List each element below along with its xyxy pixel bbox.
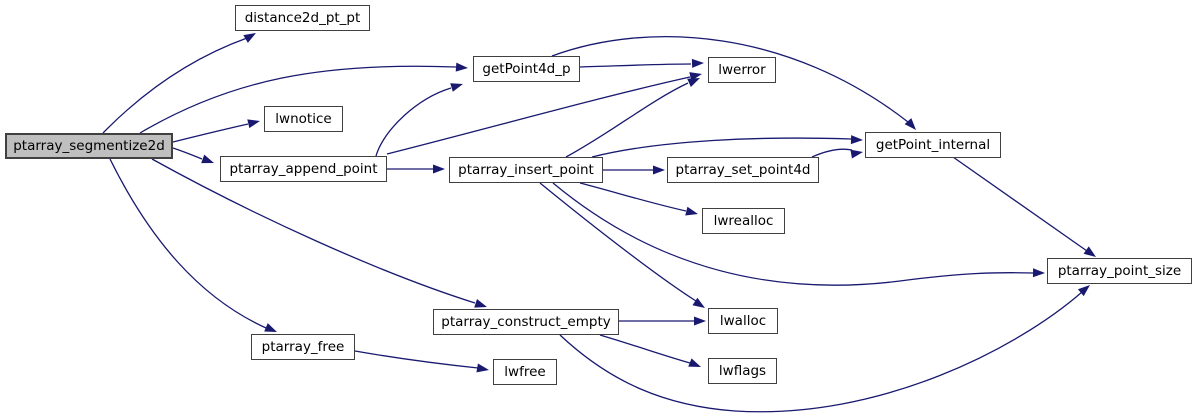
edge-append-to-insert <box>387 164 445 174</box>
edge-setp4d-to-gint <box>811 148 863 159</box>
node-lwnotice[interactable]: lwnotice <box>264 106 343 132</box>
edge-cons-to-alloc <box>619 316 706 326</box>
edge-gint-to-psize <box>952 156 1096 257</box>
node-ptarray_construct_empty[interactable]: ptarray_construct_empty <box>433 309 619 335</box>
node-ptarray_set_point4d[interactable]: ptarray_set_point4d <box>667 157 819 183</box>
node-ptarray_insert_point[interactable]: ptarray_insert_point <box>449 157 603 183</box>
edge-free-to-lwfree <box>354 350 489 373</box>
edge-g4d-to-err <box>579 58 704 68</box>
node-lwerror[interactable]: lwerror <box>708 57 776 83</box>
edge-seg-to-notice <box>172 119 260 143</box>
node-ptarray_segmentize2d: ptarray_segmentize2d <box>5 133 173 159</box>
edge-cons-to-psize <box>559 285 1090 413</box>
node-ptarray_append_point[interactable]: ptarray_append_point <box>220 156 387 182</box>
edge-insert-to-realloc <box>579 182 698 216</box>
node-lwrealloc[interactable]: lwrealloc <box>702 208 785 234</box>
node-getPoint_internal[interactable]: getPoint_internal <box>865 132 1001 158</box>
node-ptarray_free[interactable]: ptarray_free <box>251 334 355 360</box>
edge-append-to-g4d <box>375 83 463 157</box>
node-distance2d_pt_pt[interactable]: distance2d_pt_pt <box>235 5 370 31</box>
edge-g4d-to-gint <box>551 35 916 130</box>
edge-insert-to-err <box>565 78 700 158</box>
edge-cons-to-flags <box>599 334 701 367</box>
edge-seg-to-append <box>172 147 214 164</box>
node-getPoint4d_p[interactable]: getPoint4d_p <box>473 56 580 82</box>
edge-seg-to-free <box>109 158 277 332</box>
node-lwflags[interactable]: lwflags <box>708 358 777 384</box>
edge-insert-to-psize <box>552 182 1045 286</box>
edge-insert-to-gint <box>591 135 863 158</box>
edge-seg-to-dist <box>102 33 256 134</box>
edge-append-to-err <box>386 72 702 155</box>
node-lwalloc[interactable]: lwalloc <box>708 308 778 334</box>
node-lwfree[interactable]: lwfree <box>493 359 557 385</box>
edge-insert-to-setp4d <box>603 165 665 175</box>
edge-insert-to-alloc <box>539 182 705 308</box>
edge-seg-to-g4d <box>139 62 468 134</box>
node-ptarray_point_size[interactable]: ptarray_point_size <box>1047 258 1192 284</box>
edge-seg-to-cons <box>151 158 487 308</box>
